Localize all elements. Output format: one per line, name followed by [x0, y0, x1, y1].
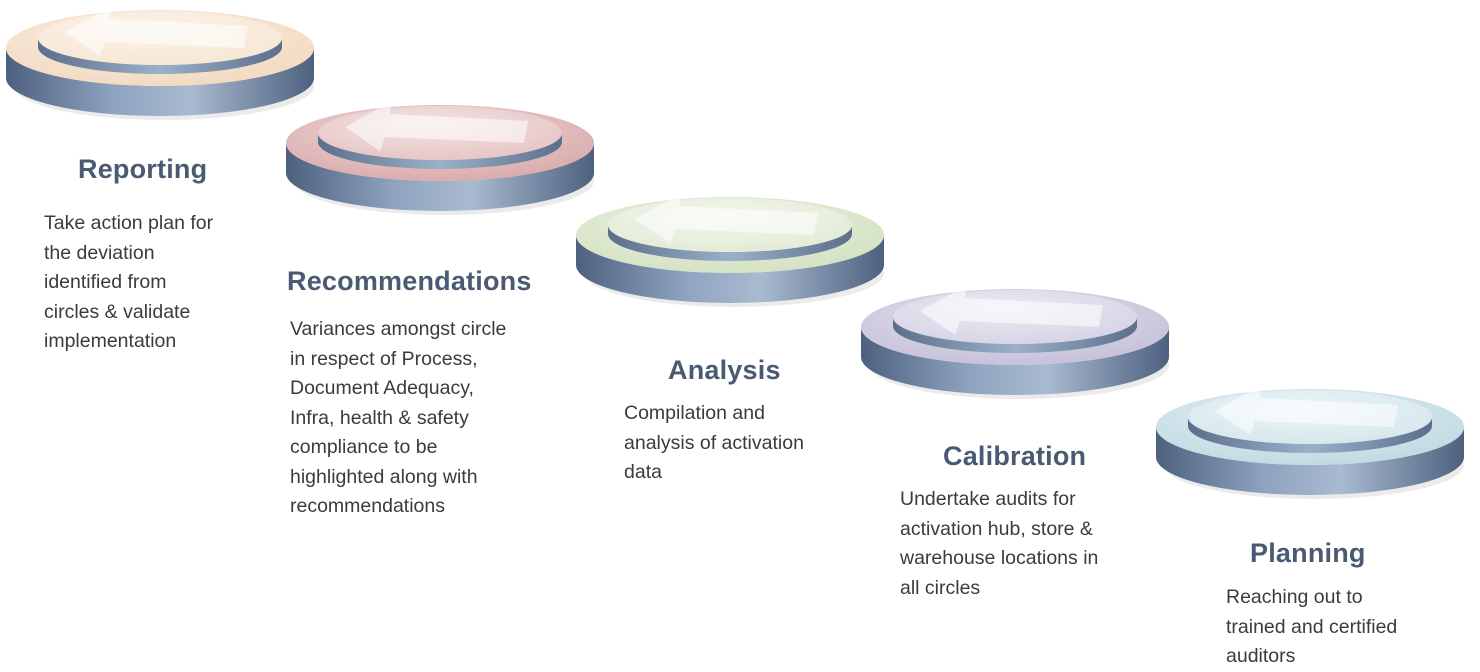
step-title-recommendations: Recommendations [287, 266, 532, 296]
step-title-reporting: Reporting [78, 154, 208, 184]
disc-planning [1156, 385, 1464, 499]
arrow-left-icon [345, 101, 528, 151]
disc-calibration [861, 285, 1169, 399]
step-title-analysis: Analysis [668, 355, 781, 385]
step-description-planning: Reaching out to trained and certified au… [1226, 586, 1398, 667]
arrow-left-icon [635, 193, 818, 243]
disc-reporting [6, 6, 314, 120]
arrow-left-icon [920, 285, 1103, 335]
disc-analysis [576, 193, 884, 307]
step-title-planning: Planning [1250, 538, 1366, 568]
step-description-analysis: Compilation and analysis of activation d… [624, 402, 804, 483]
arrow-left-icon [1215, 385, 1398, 435]
step-title-calibration: Calibration [943, 441, 1087, 471]
arrow-left-icon [65, 6, 248, 56]
step-description-calibration: Undertake audits for activation hub, sto… [900, 488, 1099, 599]
disc-recommendations [286, 101, 594, 215]
step-description-recommendations: Variances amongst circle in respect of P… [290, 318, 507, 517]
step-description-reporting: Take action plan for the deviation ident… [44, 212, 214, 352]
